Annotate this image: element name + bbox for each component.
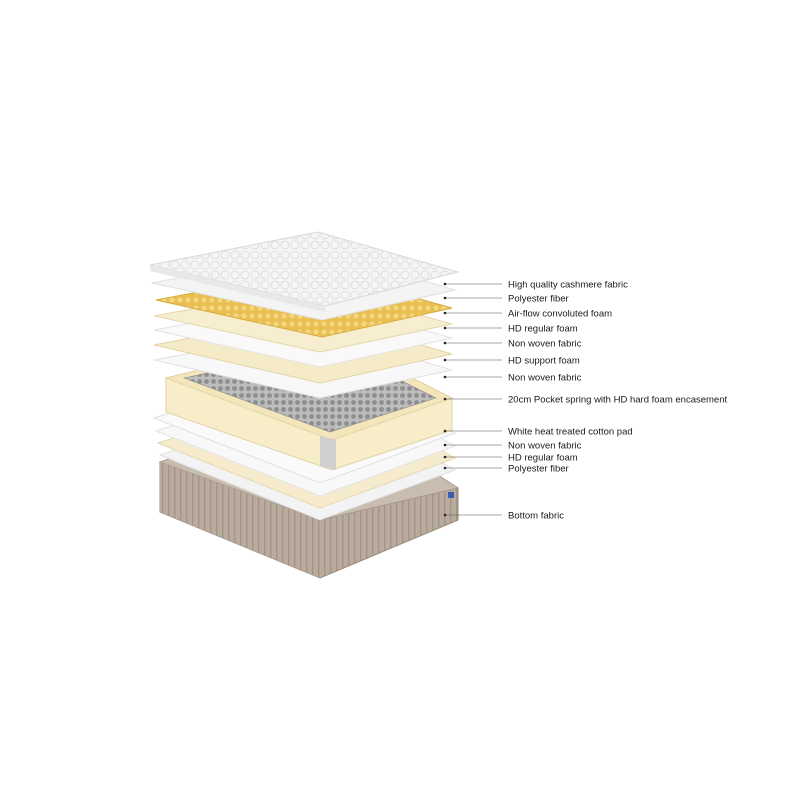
leader-dot bbox=[443, 296, 447, 300]
layer-label: Non woven fabric bbox=[508, 339, 582, 350]
leader-dot bbox=[443, 466, 447, 470]
layer-label: High quality cashmere fabric bbox=[508, 280, 628, 291]
leader-dot bbox=[443, 443, 447, 447]
layer-label: Polyester fiber bbox=[508, 294, 569, 305]
layer-label: HD regular foam bbox=[508, 324, 578, 335]
leader-dot bbox=[443, 326, 447, 330]
layer-label: White heat treated cotton pad bbox=[508, 427, 633, 438]
brand-tag-icon bbox=[448, 492, 454, 498]
layer-label: Non woven fabric bbox=[508, 441, 582, 452]
layer-label: HD support foam bbox=[508, 356, 580, 367]
layer-label: Bottom fabric bbox=[508, 511, 564, 522]
layer-label: Polyester fiber bbox=[508, 464, 569, 475]
leader-dot bbox=[443, 513, 447, 517]
layer-label: 20cm Pocket spring with HD hard foam enc… bbox=[508, 395, 727, 406]
leader-dot bbox=[443, 282, 447, 286]
leader-dot bbox=[443, 311, 447, 315]
layer-label: Non woven fabric bbox=[508, 373, 582, 384]
leader-dot bbox=[443, 375, 447, 379]
layer-label: HD regular foam bbox=[508, 453, 578, 464]
leader-dot bbox=[443, 429, 447, 433]
leader-dot bbox=[443, 455, 447, 459]
layer-label: Air-flow convoluted foam bbox=[508, 309, 612, 320]
leader-dot bbox=[443, 358, 447, 362]
cashmere-fabric-layer bbox=[149, 231, 460, 312]
leader-dot bbox=[443, 397, 447, 401]
leader-dot bbox=[443, 341, 447, 345]
